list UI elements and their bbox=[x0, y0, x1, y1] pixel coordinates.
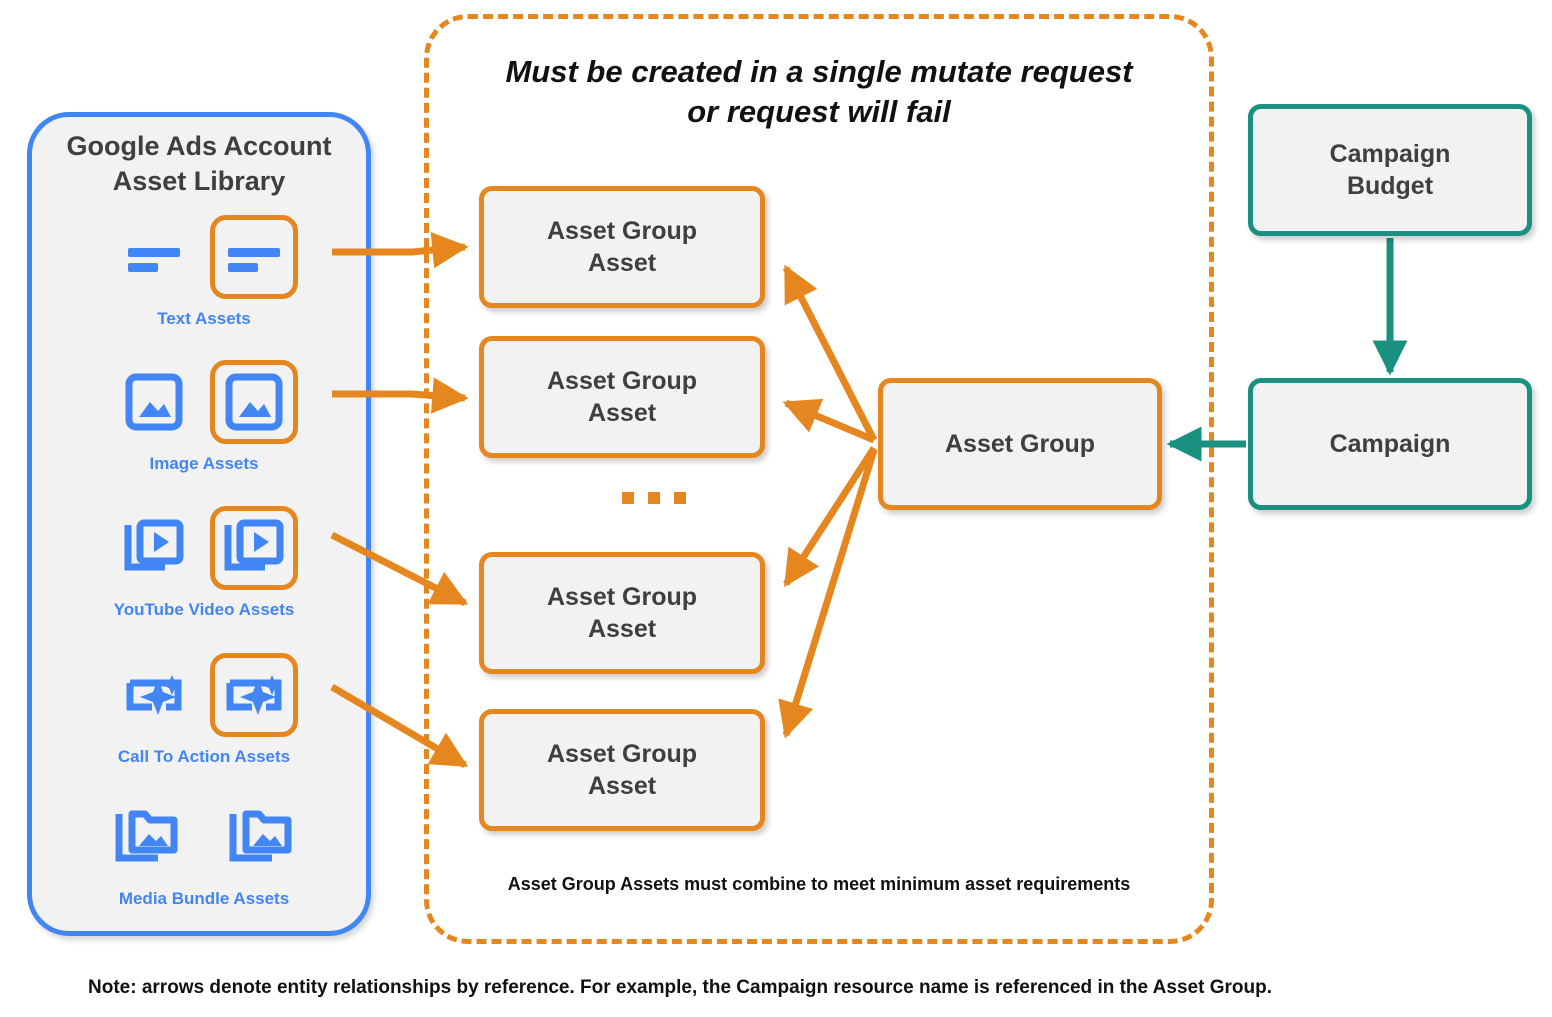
image-asset-icon bbox=[110, 360, 198, 444]
library-label-media-bundle-assets: Media Bundle Assets bbox=[118, 889, 290, 908]
arrow-text-to-aga1 bbox=[332, 231, 469, 269]
library-row-media-bundle-assets[interactable]: Media Bundle Assets bbox=[32, 789, 376, 909]
asset-group-asset-node-1[interactable]: Asset Group Asset bbox=[479, 186, 765, 308]
library-label-youtube-video-assets: YouTube Video Assets bbox=[113, 600, 295, 619]
library-row-youtube-video-assets[interactable]: YouTube Video Assets bbox=[32, 500, 376, 620]
library-label-call-to-action-assets: Call To Action Assets bbox=[117, 747, 291, 766]
arrow-assetgroup-to-aga4 bbox=[778, 448, 878, 739]
library-row-image-assets[interactable]: Image Assets bbox=[32, 354, 376, 474]
diagram-bottom-note: Note: arrows denote entity relationships… bbox=[88, 977, 1272, 998]
mutate-request-title: Must be created in a single mutate reque… bbox=[505, 54, 1133, 130]
youtube-video-asset-icon bbox=[110, 506, 198, 590]
media-bundle-asset-icon-2 bbox=[217, 795, 305, 879]
ellipsis-dot-3 bbox=[674, 492, 686, 504]
call-to-action-asset-icon bbox=[110, 653, 198, 737]
asset-group-asset-node-2[interactable]: Asset Group Asset bbox=[479, 336, 765, 458]
library-label-image-assets: Image Assets bbox=[149, 454, 259, 473]
mutate-request-panel bbox=[424, 14, 1214, 944]
asset-library-panel: Google Ads Account Asset Library Text bbox=[27, 112, 371, 936]
arrow-assetgroup-to-aga1 bbox=[782, 264, 878, 442]
arrow-youtube-to-aga3 bbox=[330, 531, 469, 607]
media-bundle-asset-icon bbox=[103, 795, 191, 879]
arrow-assetgroup-to-aga2 bbox=[782, 398, 876, 444]
text-asset-icon bbox=[110, 215, 198, 299]
asset-library-title: Google Ads Account Asset Library bbox=[66, 131, 332, 196]
ellipsis-dot-2 bbox=[648, 492, 660, 504]
arrow-image-to-aga2 bbox=[332, 377, 469, 414]
arrow-assetgroup-to-aga3 bbox=[783, 446, 877, 588]
asset-group-asset-node-3[interactable]: Asset Group Asset bbox=[479, 552, 765, 674]
image-asset-icon-selected[interactable] bbox=[210, 360, 298, 444]
ellipsis-dot-1 bbox=[622, 492, 634, 504]
library-label-text-assets: Text Assets bbox=[157, 309, 251, 328]
campaign-budget-node[interactable]: Campaign Budget bbox=[1248, 104, 1532, 236]
asset-group-node[interactable]: Asset Group bbox=[878, 378, 1162, 510]
text-asset-icon-selected[interactable] bbox=[210, 215, 298, 299]
youtube-video-asset-icon-selected[interactable] bbox=[210, 506, 298, 590]
arrow-cta-to-aga4 bbox=[330, 683, 469, 769]
call-to-action-asset-icon-selected[interactable] bbox=[210, 653, 298, 737]
asset-group-asset-node-4[interactable]: Asset Group Asset bbox=[479, 709, 765, 831]
ellipsis-indicator bbox=[622, 492, 686, 504]
library-row-call-to-action-assets[interactable]: Call To Action Assets bbox=[32, 647, 376, 767]
mutate-panel-footnote: Asset Group Assets must combine to meet … bbox=[507, 874, 1131, 894]
campaign-node[interactable]: Campaign bbox=[1248, 378, 1532, 510]
library-row-text-assets[interactable]: Text Assets bbox=[32, 209, 376, 329]
